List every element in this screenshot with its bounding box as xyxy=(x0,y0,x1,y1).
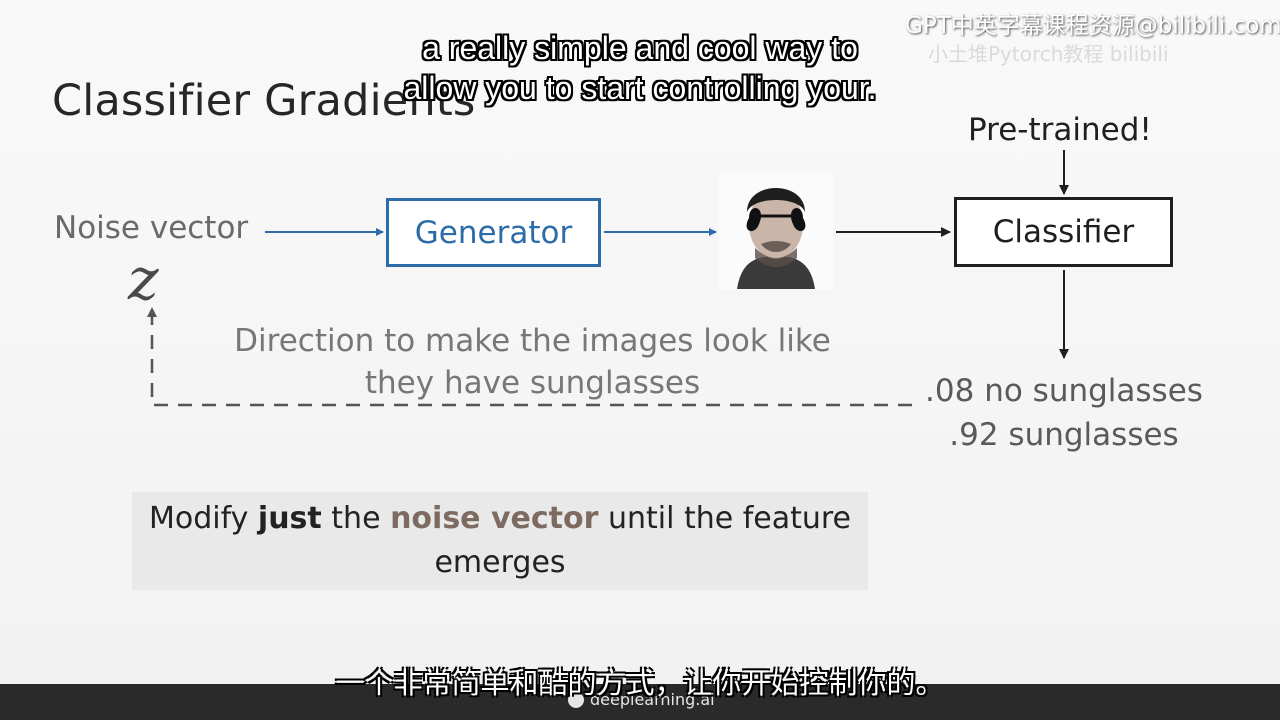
note-text-4: emerges xyxy=(434,545,566,580)
pretrained-label: Pre-trained! xyxy=(968,112,1152,148)
key-note: Modify just the noise vector until the f… xyxy=(132,492,868,590)
gradient-feedback-arrow xyxy=(147,307,912,407)
note-emphasis-just: just xyxy=(257,501,322,536)
watermark-faint-text: 小土堆Pytorch教程 bilibili xyxy=(928,42,1169,66)
watermark-text: GPT中英字幕课程资源@bilibili.com xyxy=(905,13,1280,39)
english-subtitle: a really simple and cool way to allow yo… xyxy=(300,28,980,108)
direction-line-2: they have sunglasses xyxy=(364,365,701,401)
direction-line-1: Direction to make the images look like xyxy=(234,323,831,359)
note-text-1: Modify xyxy=(148,501,258,536)
video-bottom-bar xyxy=(0,684,1280,720)
brand-name: deeplearning.ai xyxy=(590,690,715,709)
english-subtitle-line-2: allow you to start controlling your. xyxy=(403,70,877,106)
note-text-3: until the feature xyxy=(598,501,852,536)
score-no-sunglasses: .08 no sunglasses xyxy=(925,373,1203,409)
direction-caption: Direction to make the images look like t… xyxy=(230,320,835,404)
english-subtitle-line-1: a really simple and cool way to xyxy=(422,30,858,66)
diagram-arrows xyxy=(147,150,1069,407)
classifier-box: Classifier xyxy=(954,197,1173,267)
brand-footer: deeplearning.ai xyxy=(568,690,715,709)
slide-title: Classifier Gradients xyxy=(52,76,476,126)
noise-vector-label: Noise vector xyxy=(54,210,249,246)
classifier-scores: .08 no sunglasses .92 sunglasses xyxy=(918,369,1210,457)
slide: Classifier Gradients Noise vector z Gene… xyxy=(0,0,1280,684)
score-sunglasses: .92 sunglasses xyxy=(949,417,1179,453)
note-highlight-noise-vector: noise vector xyxy=(390,501,599,536)
generated-face-image xyxy=(719,172,833,289)
generator-box: Generator xyxy=(386,198,601,267)
chinese-subtitle: 一个非常简单和酷的方式，让你开始控制你的。 xyxy=(335,666,945,700)
deeplearning-logo-icon xyxy=(568,691,584,708)
z-symbol: z xyxy=(128,245,159,313)
note-text-2: the xyxy=(321,501,391,536)
